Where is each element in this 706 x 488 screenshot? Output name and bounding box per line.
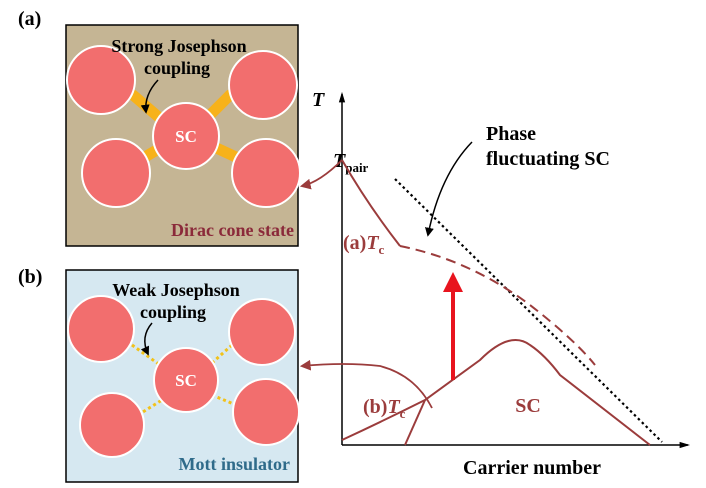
panel-b-state-label: Mott insulator bbox=[179, 454, 291, 474]
grain-a-bottom-left bbox=[81, 138, 151, 208]
annotation-line1: Phase bbox=[486, 123, 536, 145]
link-b-bottom-left bbox=[137, 398, 163, 417]
t-pair-sub: pair bbox=[345, 160, 368, 175]
grain-b-bottom-left bbox=[79, 392, 145, 458]
annotation-line2: fluctuating SC bbox=[486, 148, 610, 170]
connector-arrow-a bbox=[299, 159, 343, 190]
grain-a-center bbox=[152, 102, 220, 170]
tc-b-main: T bbox=[387, 396, 400, 418]
panel-a-tag: (a) bbox=[18, 8, 41, 30]
grain-b-top-right bbox=[228, 298, 296, 366]
panel-b-title-line1: Weak Josephson bbox=[112, 280, 240, 300]
grain-a-top-right bbox=[228, 50, 298, 120]
panel-b-weak-links bbox=[131, 343, 237, 417]
axis-x-label: Carrier number bbox=[463, 457, 601, 479]
link-b-bottom-right bbox=[211, 393, 237, 407]
panel-a-title-line2: coupling bbox=[144, 58, 210, 78]
panel-a-pointer-arrow bbox=[140, 79, 159, 114]
tc-a-label: (a)Tc bbox=[343, 232, 385, 257]
grain-a-bottom-right bbox=[231, 138, 301, 208]
panel-b-center-label: SC bbox=[175, 371, 197, 390]
t-pair-label: Tpair bbox=[333, 150, 369, 175]
tc-b-rise bbox=[404, 399, 426, 446]
t-pair-main: T bbox=[333, 150, 346, 172]
panel-a-grains bbox=[66, 45, 301, 208]
tc-a-main: T bbox=[366, 232, 379, 254]
tc-a-sub: c bbox=[379, 242, 385, 257]
connector-arrow-b bbox=[299, 359, 433, 409]
panel-a-state-label: Dirac cone state bbox=[171, 220, 294, 240]
tc-b-sub: c bbox=[400, 406, 406, 421]
panel-b-title-line2: coupling bbox=[140, 302, 206, 322]
panel-b-tag: (b) bbox=[18, 266, 42, 288]
grain-a-top-left bbox=[66, 45, 136, 115]
panel-b-pointer-arrow bbox=[140, 322, 153, 356]
link-b-top-right bbox=[210, 343, 234, 365]
tc-a-curve-solid bbox=[341, 159, 401, 247]
link-a-top-right bbox=[204, 89, 236, 121]
t-pair-line bbox=[394, 178, 663, 443]
grain-b-top-left bbox=[67, 295, 135, 363]
annotation-arrow bbox=[425, 141, 473, 237]
panel-b-grains bbox=[67, 295, 300, 458]
axis-y-label: T bbox=[312, 89, 325, 111]
panel-a-center-label: SC bbox=[175, 127, 197, 146]
tc-a-curve-dashed bbox=[399, 245, 596, 366]
grain-b-bottom-right bbox=[232, 378, 300, 446]
tc-b-prefix: (b) bbox=[363, 396, 387, 418]
grain-b-center bbox=[153, 347, 219, 413]
tc-b-label: (b)Tc bbox=[363, 396, 406, 421]
dome-label: SC bbox=[515, 395, 541, 417]
tc-b-dome bbox=[341, 339, 651, 446]
tc-a-prefix: (a) bbox=[343, 232, 366, 254]
panel-a-title-line1: Strong Josephson bbox=[111, 36, 246, 56]
